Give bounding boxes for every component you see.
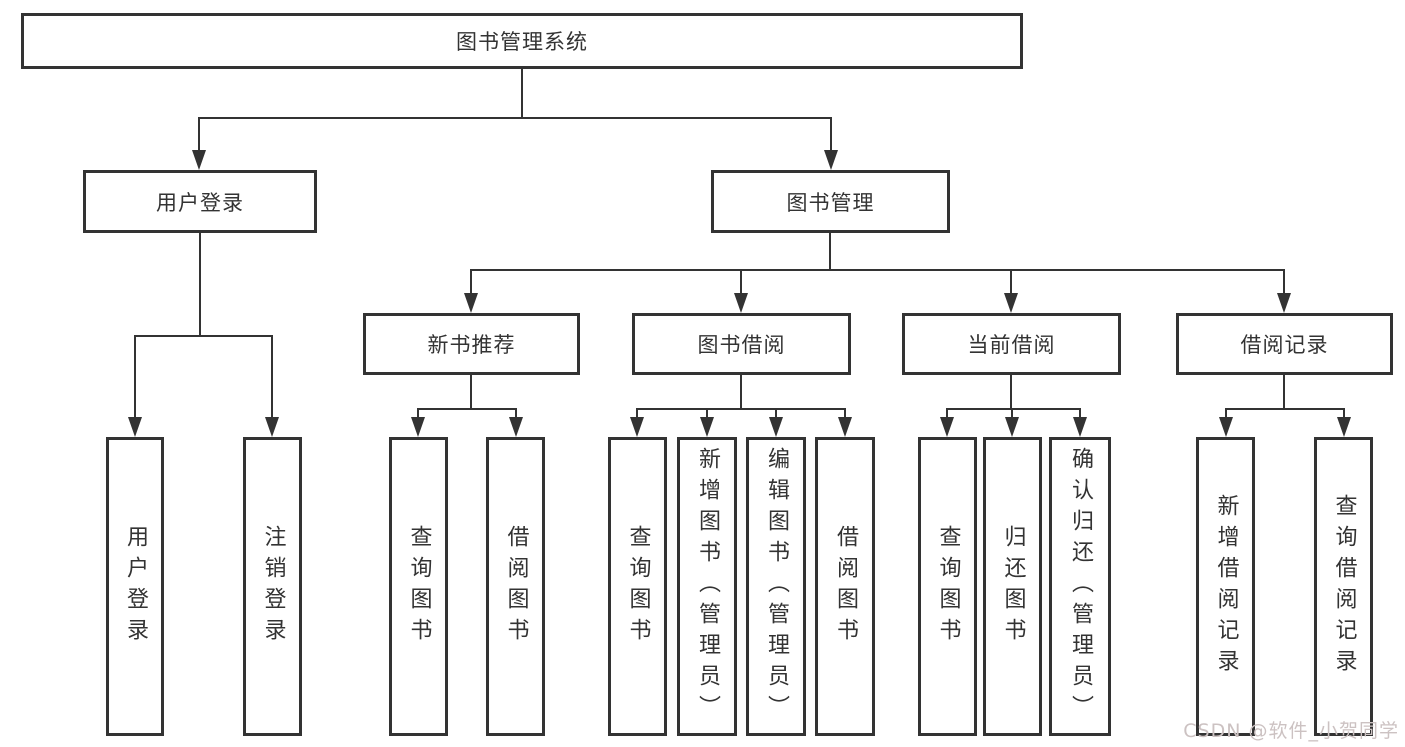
connector-line xyxy=(470,269,472,296)
leaf-borrow-books-recommend: 借阅图书 xyxy=(486,437,545,736)
node-label: 查询图书 xyxy=(406,524,432,649)
node-label: 新增借阅记录 xyxy=(1213,493,1239,680)
node-label: 编辑图书（管理员） xyxy=(764,447,789,726)
connector-line xyxy=(636,408,846,410)
node-label: 归还图书 xyxy=(1000,524,1026,649)
connector-line xyxy=(515,408,517,420)
node-label: 新增图书（管理员） xyxy=(695,447,720,726)
node-book-borrow: 图书借阅 xyxy=(632,313,851,375)
arrow-down-icon xyxy=(630,417,644,437)
node-book-management: 图书管理 xyxy=(711,170,950,233)
connector-line xyxy=(271,335,273,420)
connector-line xyxy=(740,375,742,409)
leaf-query-books-borrow: 查询图书 xyxy=(608,437,667,736)
watermark: CSDN @软件_小贺同学 xyxy=(1183,720,1399,742)
node-label: 查询图书 xyxy=(935,524,961,649)
leaf-add-book-admin: 新增图书（管理员） xyxy=(677,437,737,736)
connector-line xyxy=(946,408,948,420)
connector-line xyxy=(829,233,831,270)
node-user-login: 用户登录 xyxy=(83,170,317,233)
leaf-user-login: 用户登录 xyxy=(106,437,164,736)
node-label: 借阅图书 xyxy=(503,524,529,649)
leaf-logout: 注销登录 xyxy=(243,437,302,736)
arrow-down-icon xyxy=(734,293,748,313)
arrow-down-icon xyxy=(1219,417,1233,437)
arrow-down-icon xyxy=(1073,417,1087,437)
leaf-add-borrow-record: 新增借阅记录 xyxy=(1196,437,1255,736)
node-label: 注销登录 xyxy=(260,524,286,649)
arrow-down-icon xyxy=(838,417,852,437)
connector-line xyxy=(740,269,742,296)
connector-line xyxy=(199,233,201,336)
connector-line xyxy=(198,117,200,153)
connector-line xyxy=(775,408,777,420)
connector-line xyxy=(844,408,846,420)
connector-line xyxy=(706,408,708,420)
node-root: 图书管理系统 xyxy=(21,13,1023,69)
arrow-down-icon xyxy=(464,293,478,313)
node-new-book-recommend: 新书推荐 xyxy=(363,313,580,375)
leaf-query-books-recommend: 查询图书 xyxy=(389,437,448,736)
node-label: 用户登录 xyxy=(123,524,148,649)
connector-line xyxy=(134,335,273,337)
arrow-down-icon xyxy=(1277,293,1291,313)
arrow-down-icon xyxy=(128,417,142,437)
node-label: 借阅记录 xyxy=(1240,333,1329,357)
arrow-down-icon xyxy=(940,417,954,437)
connector-line xyxy=(417,408,517,410)
connector-line xyxy=(1283,375,1285,409)
node-label: 图书借阅 xyxy=(697,333,786,357)
node-label: 借阅图书 xyxy=(833,524,858,649)
connector-line xyxy=(521,69,523,118)
arrow-down-icon xyxy=(192,150,206,170)
arrow-down-icon xyxy=(265,417,279,437)
node-label: 确认归还（管理员） xyxy=(1068,447,1093,726)
connector-line xyxy=(1225,408,1345,410)
connector-line xyxy=(417,408,419,420)
connector-line xyxy=(134,335,136,420)
leaf-query-borrow-record: 查询借阅记录 xyxy=(1314,437,1373,736)
arrow-down-icon xyxy=(1004,293,1018,313)
node-label: 图书管理系统 xyxy=(456,30,588,54)
connector-line xyxy=(1010,375,1012,409)
connector-line xyxy=(470,375,472,409)
leaf-edit-book-admin: 编辑图书（管理员） xyxy=(746,437,806,736)
connector-line xyxy=(1011,408,1013,420)
arrow-down-icon xyxy=(700,417,714,437)
leaf-borrow-books-borrow: 借阅图书 xyxy=(815,437,875,736)
node-current-borrow: 当前借阅 xyxy=(902,313,1121,375)
node-label: 查询图书 xyxy=(625,524,651,649)
node-label: 当前借阅 xyxy=(967,333,1056,357)
connector-line xyxy=(470,269,1285,271)
leaf-confirm-return-admin: 确认归还（管理员） xyxy=(1049,437,1111,736)
connector-line xyxy=(1010,269,1012,296)
arrow-down-icon xyxy=(1005,417,1019,437)
connector-line xyxy=(946,408,1081,410)
connector-line xyxy=(830,117,832,153)
node-label: 用户登录 xyxy=(156,190,244,215)
node-borrow-records: 借阅记录 xyxy=(1176,313,1393,375)
leaf-return-books: 归还图书 xyxy=(983,437,1042,736)
connector-line xyxy=(199,117,832,119)
node-label: 图书管理 xyxy=(786,190,875,215)
node-label: 查询借阅记录 xyxy=(1331,493,1357,680)
connector-line xyxy=(1283,269,1285,296)
arrow-down-icon xyxy=(769,417,783,437)
connector-line xyxy=(1079,408,1081,420)
node-label: 新书推荐 xyxy=(427,333,516,357)
leaf-query-books-current: 查询图书 xyxy=(918,437,977,736)
connector-line xyxy=(636,408,638,420)
arrow-down-icon xyxy=(509,417,523,437)
connector-line xyxy=(1343,408,1345,420)
arrow-down-icon xyxy=(824,150,838,170)
arrow-down-icon xyxy=(411,417,425,437)
arrow-down-icon xyxy=(1337,417,1351,437)
connector-line xyxy=(1225,408,1227,420)
